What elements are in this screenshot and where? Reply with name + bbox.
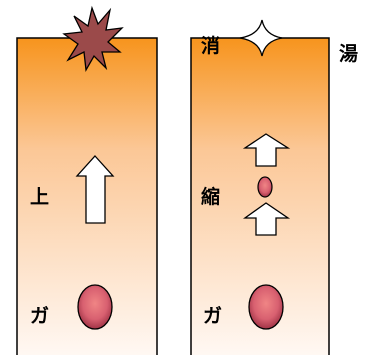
up-arrow-icon: [75, 155, 115, 224]
bubble-icon: [77, 284, 113, 330]
burst-star-icon: [62, 5, 124, 73]
label-right-hotwater: 湯: [339, 43, 358, 65]
bubble-icon: [248, 284, 284, 330]
label-left-rise: 上: [30, 186, 49, 208]
four-point-star-icon: [239, 19, 283, 57]
bubble-icon: [257, 176, 273, 198]
label-right-vanish: 消: [201, 34, 220, 57]
label-left-bubble: ガ: [30, 305, 49, 327]
label-right-bubble: ガ: [203, 305, 222, 327]
label-right-shrink: 縮: [201, 185, 220, 208]
up-arrow-icon: [242, 133, 291, 167]
up-arrow-icon: [242, 202, 291, 236]
